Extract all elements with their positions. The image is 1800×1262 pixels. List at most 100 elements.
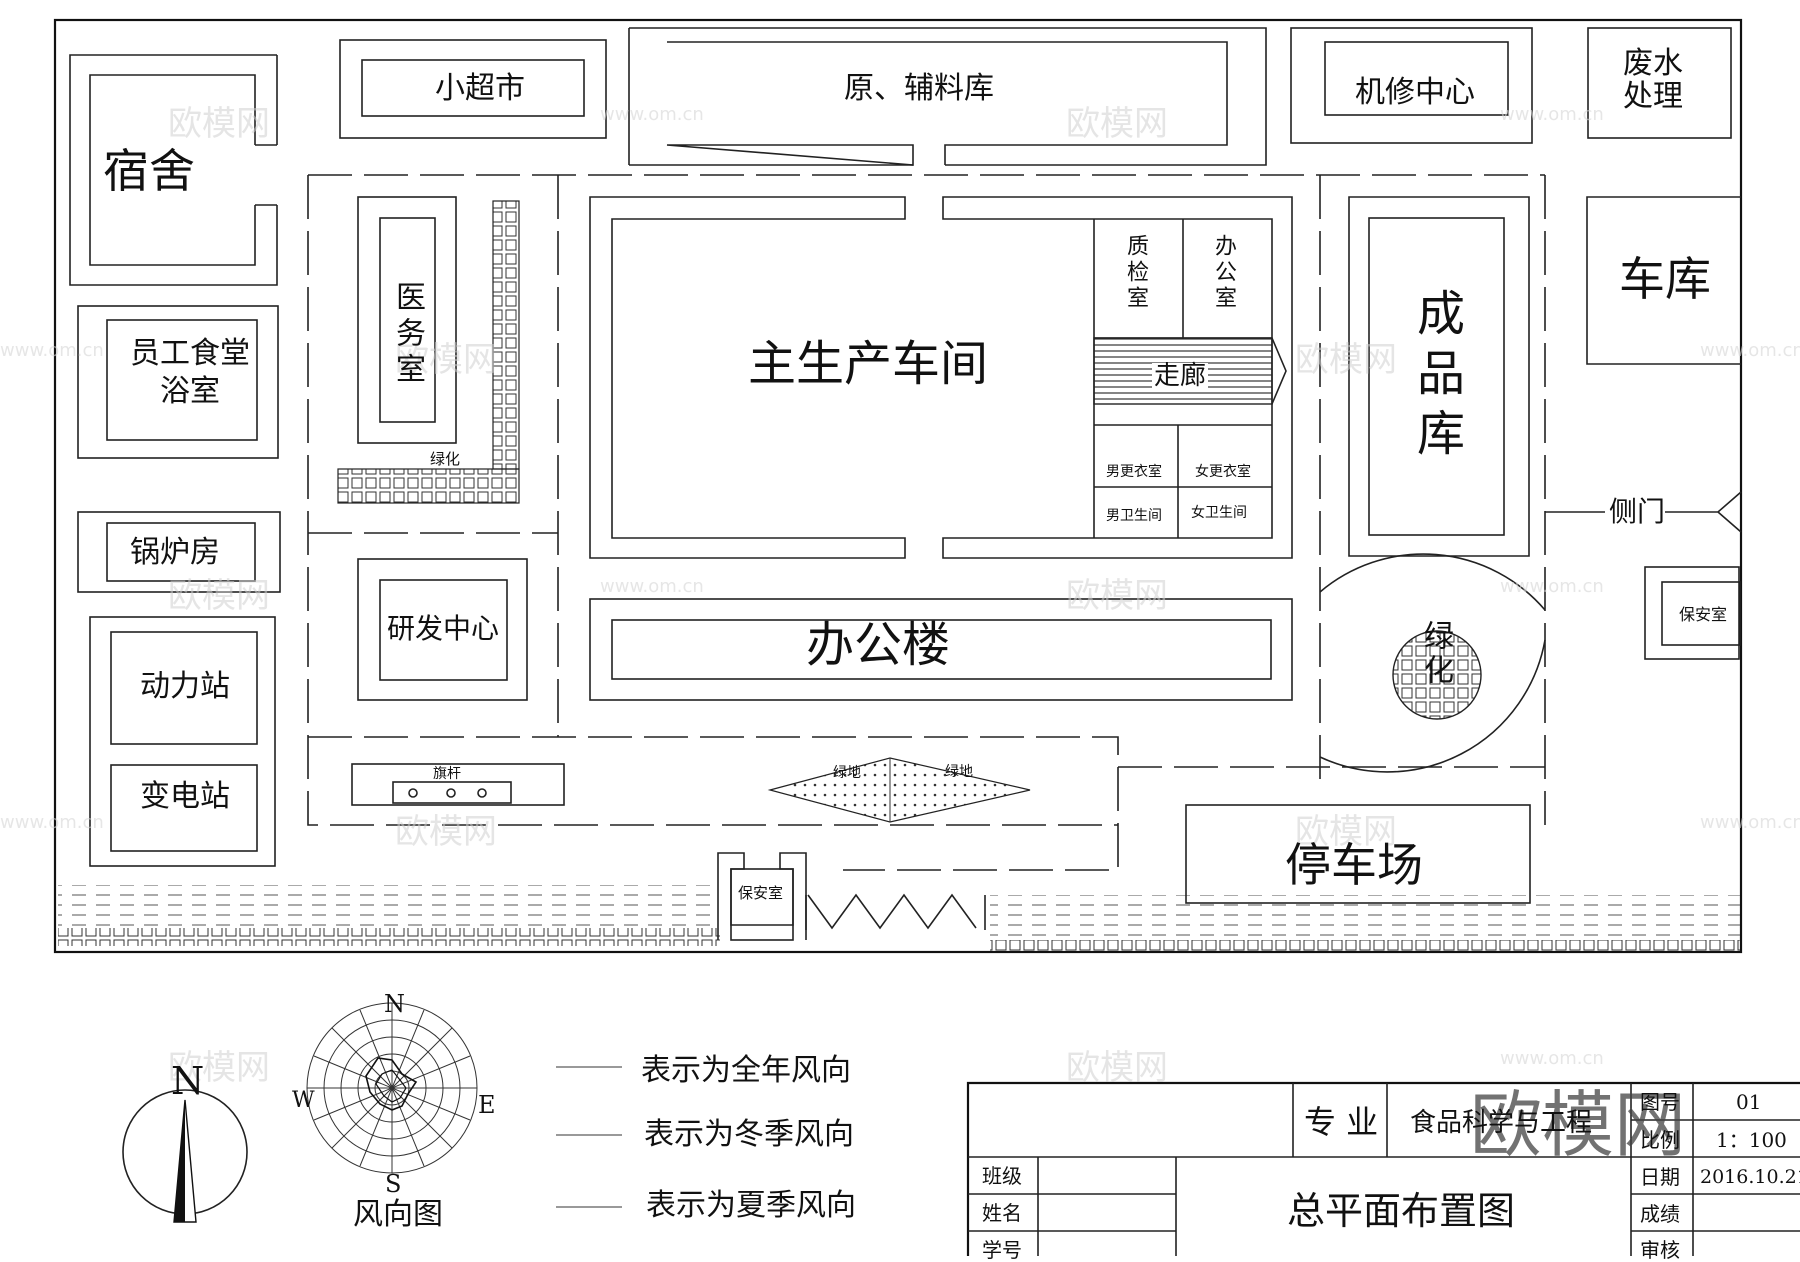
watermark-logo: 欧模网 xyxy=(1066,104,1168,144)
watermark-logo: 欧模网 xyxy=(168,104,270,144)
title-block xyxy=(966,1081,1800,1256)
watermark-logo: 欧模网 xyxy=(168,1048,270,1088)
green-diamond xyxy=(767,757,1031,823)
watermark-logo: 欧模网 xyxy=(1066,576,1168,616)
canteen-inner xyxy=(106,319,258,441)
label-office-room: 办公室 xyxy=(1211,234,1236,312)
finished-store-outer xyxy=(1348,196,1530,557)
ground-strip-left xyxy=(58,885,720,927)
label-office-building: 办公楼 xyxy=(806,617,951,673)
tb-sheet-value: 01 xyxy=(1736,1090,1762,1114)
label-flagpole: 旗杆 xyxy=(433,766,461,782)
tb-grade-label: 成绩 xyxy=(1640,1202,1680,1226)
tb-id-label: 学号 xyxy=(982,1238,1022,1262)
boiler-inner xyxy=(106,522,256,582)
label-qc: 质检室 xyxy=(1123,234,1148,312)
label-parking: 停车场 xyxy=(1285,838,1423,892)
power-inner xyxy=(110,631,258,745)
watermark-logo: 欧模网 xyxy=(1295,812,1397,852)
label-substation: 变电站 xyxy=(140,779,230,814)
main-workshop-outer-right xyxy=(942,196,1293,559)
label-side-gate: 侧门 xyxy=(1609,495,1666,528)
tb-drawing-title: 总平面布置图 xyxy=(1287,1189,1516,1233)
repair-inner xyxy=(1324,41,1509,116)
label-dorm: 宿舍 xyxy=(103,144,195,198)
main-workshop-outer-left xyxy=(589,196,906,559)
annex-lower xyxy=(1094,424,1272,538)
label-female-wc: 女卫生间 xyxy=(1191,505,1247,521)
watermark-url: www.om.cn xyxy=(1500,1048,1604,1069)
watermark-url: www.om.cn xyxy=(600,576,704,597)
label-male-locker: 男更衣室 xyxy=(1106,464,1162,480)
side-gate-line xyxy=(1545,491,1742,533)
tb-sheet-label: 图号 xyxy=(1640,1090,1680,1114)
label-repair: 机修中心 xyxy=(1355,75,1475,110)
label-power: 动力站 xyxy=(140,669,230,704)
rose-s-label: S xyxy=(385,1170,402,1198)
label-green-right: 绿地 xyxy=(945,764,973,780)
repair-outer xyxy=(1290,27,1533,144)
legend-annual: 表示为全年风向 xyxy=(641,1053,851,1088)
legend-winter: 表示为冬季风向 xyxy=(644,1117,854,1152)
label-corridor: 走廊 xyxy=(1152,361,1209,391)
medical-outer xyxy=(357,196,457,444)
tb-review-label: 审核 xyxy=(1640,1238,1680,1262)
tb-date-label: 日期 xyxy=(1640,1165,1680,1189)
medical-inner xyxy=(379,217,436,423)
boiler-outer xyxy=(77,511,281,593)
fence-left xyxy=(58,928,720,946)
watermark-url: www.om.cn xyxy=(1700,340,1800,361)
greening-arc xyxy=(1319,639,1546,773)
label-female-locker: 女更衣室 xyxy=(1195,464,1251,480)
label-garage: 车库 xyxy=(1619,252,1711,306)
road-lower xyxy=(308,736,1119,871)
label-raw-material: 原、辅料库 xyxy=(844,71,994,106)
watermark-logo: 欧模网 xyxy=(1295,340,1397,380)
office-building-inner xyxy=(611,619,1272,680)
label-guard-right: 保安室 xyxy=(1679,605,1728,624)
label-medical: 医务室 xyxy=(390,281,425,389)
rd-outer xyxy=(357,558,528,701)
label-finished-store: 成品库 xyxy=(1408,288,1464,468)
site-boundary xyxy=(53,18,1743,954)
flagpole-base xyxy=(392,781,512,804)
rose-n-label: N xyxy=(384,990,405,1018)
fence-right xyxy=(990,940,1740,952)
label-supermarket: 小超市 xyxy=(435,71,525,106)
canteen-outer xyxy=(77,305,279,459)
label-rd: 研发中心 xyxy=(387,612,500,645)
greening-round xyxy=(1392,630,1482,720)
tb-scale-label: 比例 xyxy=(1640,1128,1680,1152)
dorm-inner xyxy=(89,74,256,266)
rose-e-label: E xyxy=(478,1091,496,1119)
watermark-logo: 欧模网 xyxy=(395,340,497,380)
tb-date-value: 2016.10.21 xyxy=(1700,1166,1800,1188)
watermark-url: www.om.cn xyxy=(1700,812,1800,833)
tb-name-label: 姓名 xyxy=(982,1201,1022,1225)
power-block-outer xyxy=(89,616,276,867)
label-wastewater: 废水 处理 xyxy=(1623,46,1683,114)
substation-inner xyxy=(110,764,258,852)
label-greening-small: 绿化 xyxy=(430,450,461,468)
tb-scale-value: 1：100 xyxy=(1716,1128,1787,1152)
parking-lot xyxy=(1185,804,1531,904)
raw-material-outer xyxy=(629,27,1267,166)
watermark-logo: 欧模网 xyxy=(168,576,270,616)
watermark-url: www.om.cn xyxy=(1500,104,1604,125)
label-greening-round: 绿化 xyxy=(1418,620,1453,688)
watermark-logo: 欧模网 xyxy=(1066,1048,1168,1088)
guard-bottom-building xyxy=(717,852,807,940)
label-guard-bottom: 保安室 xyxy=(738,884,784,902)
label-male-wc: 男卫生间 xyxy=(1106,508,1162,524)
greenbelt-horizontal xyxy=(337,468,520,504)
finished-store-inner xyxy=(1368,217,1505,536)
north-label: N xyxy=(171,1059,205,1103)
supermarket-outer xyxy=(339,39,607,139)
dorm-outer xyxy=(69,54,278,286)
tb-major-value: 食品科学与工程 xyxy=(1410,1108,1593,1138)
wastewater-building xyxy=(1587,27,1732,139)
watermark-logo: 欧模网 xyxy=(395,812,497,852)
guard-right-outer xyxy=(1644,566,1740,660)
watermark-url: www.om.cn xyxy=(0,812,104,833)
